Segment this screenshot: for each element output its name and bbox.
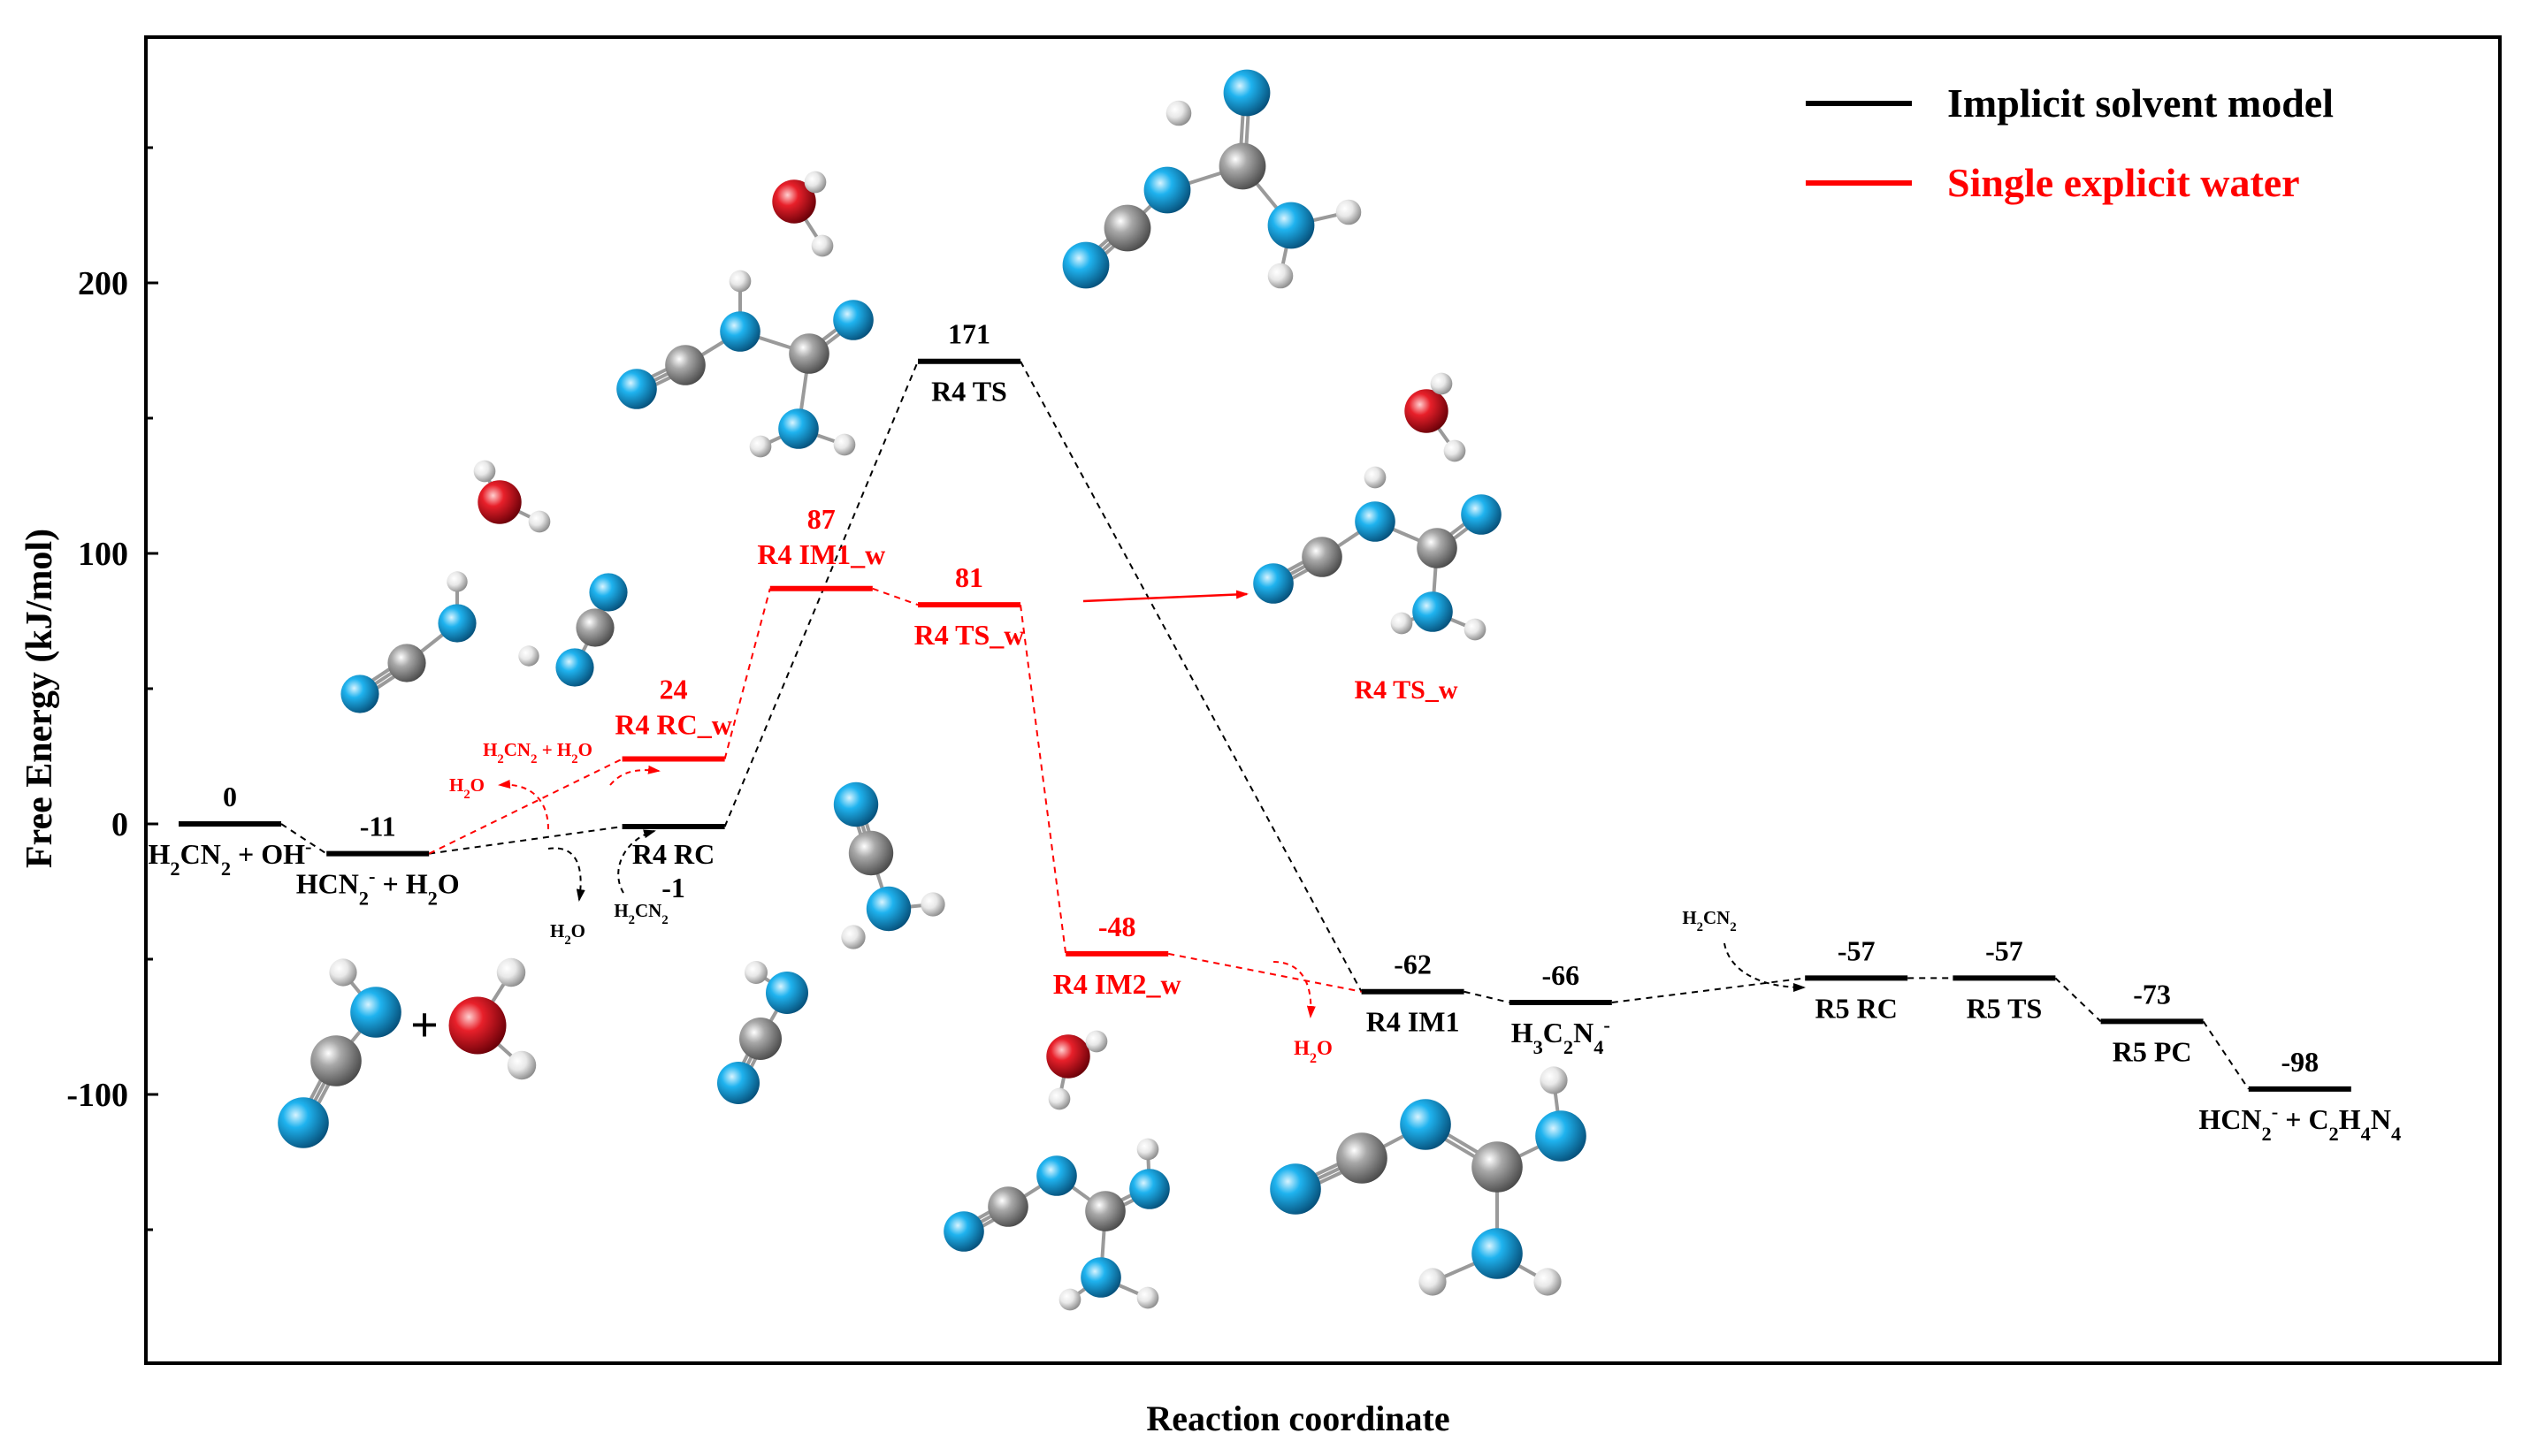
y-tick-label: 100 bbox=[78, 536, 128, 573]
connector bbox=[280, 823, 327, 855]
x-axis-title: Reaction coordinate bbox=[1146, 1399, 1449, 1438]
energy-levels bbox=[179, 358, 2351, 1092]
state-name-label: R5 PC bbox=[2113, 1035, 2192, 1067]
connector bbox=[872, 587, 919, 606]
annotation-r4-ts-w-structure: R4 TS_w bbox=[1355, 675, 1458, 705]
water-molecule bbox=[1404, 372, 1466, 462]
state-name-label: R4 RC bbox=[632, 838, 715, 870]
energy-value-label: -57 bbox=[1985, 934, 2023, 966]
state-name-label: HCN2- + C2H4N4 bbox=[2198, 1100, 2401, 1144]
water-molecule bbox=[772, 171, 834, 257]
y-tick-label: 0 bbox=[111, 806, 128, 843]
r4-im2-structure bbox=[944, 1138, 1170, 1311]
energy-value-label: -48 bbox=[1098, 911, 1136, 942]
state-name-label: R5 TS bbox=[1967, 992, 2043, 1024]
state-name-label: R5 RC bbox=[1815, 992, 1898, 1024]
state-name-label: H2CN2 + OH- bbox=[149, 835, 312, 880]
r4-ts-w-structure bbox=[1253, 466, 1502, 641]
arrow-h2o-red-im2 bbox=[1272, 961, 1316, 1018]
annotations: H2CN2 + H2O H2O H2O H2CN2 H2CN2 H2O R4 T… bbox=[410, 675, 1737, 1066]
r4-ts-structure bbox=[1062, 69, 1362, 289]
annotation-h2cn2-black-r5: H2CN2 bbox=[1682, 907, 1736, 934]
connector bbox=[1020, 361, 1363, 993]
hcn2-anion bbox=[717, 961, 808, 1104]
energy-value-label: -11 bbox=[360, 811, 396, 842]
state-name-label: R4 IM2_w bbox=[1053, 968, 1181, 1000]
water-molecule bbox=[448, 957, 537, 1080]
energy-value-label: -73 bbox=[2133, 978, 2171, 1010]
energy-value-label: -57 bbox=[1838, 934, 1876, 966]
energy-value-label: 24 bbox=[660, 674, 688, 705]
energy-value-label: 87 bbox=[807, 503, 836, 535]
connector bbox=[429, 826, 623, 855]
y-axis-title: Free Energy (kJ/mol) bbox=[19, 529, 60, 868]
y-tick-label: 200 bbox=[78, 265, 128, 302]
legend-label-implicit: Implicit solvent model bbox=[1947, 80, 2334, 126]
energy-value-label: -66 bbox=[1541, 959, 1579, 991]
h2cn2-complex bbox=[340, 571, 628, 713]
annotation-h2o-red-im2: H2O bbox=[1294, 1037, 1333, 1066]
arrow-h2cn2-black-r5 bbox=[1723, 942, 1806, 992]
connector bbox=[1020, 605, 1067, 955]
state-name-label: R4 IM1 bbox=[1366, 1006, 1460, 1038]
plot-frame bbox=[144, 35, 2502, 1365]
legend: Implicit solvent model Single explicit w… bbox=[1806, 80, 2334, 205]
state-name-label: HCN2- + H2O bbox=[296, 865, 460, 909]
arrow-ts-w-structure bbox=[1082, 590, 1249, 603]
legend-label-explicit: Single explicit water bbox=[1947, 160, 2300, 205]
arrow-h2cn2-black bbox=[617, 829, 656, 894]
molecule-illustrations bbox=[278, 69, 1586, 1311]
connector bbox=[2054, 977, 2102, 1023]
energy-value-label: -62 bbox=[1394, 949, 1432, 980]
arrow-h2cn2-h2o-red bbox=[609, 765, 661, 786]
energy-value-label: 171 bbox=[948, 318, 990, 350]
energy-value-label: -1 bbox=[661, 872, 685, 903]
y-tick-label: -100 bbox=[66, 1077, 128, 1114]
connector bbox=[723, 361, 919, 827]
connector bbox=[1464, 990, 1510, 1003]
connector bbox=[1611, 977, 1806, 1003]
r4-im1-structure bbox=[1270, 1066, 1586, 1296]
hcn2-anion bbox=[278, 958, 401, 1148]
annotation-h2cn2-h2o-red: H2CN2 + H2O bbox=[483, 739, 592, 766]
annotation-h2o-black: H2O bbox=[550, 920, 585, 948]
annotation-h2o-red: H2O bbox=[449, 774, 485, 802]
y-axis: -100 0 100 200 bbox=[66, 146, 158, 1231]
h2c2n4-molecule bbox=[616, 270, 874, 458]
state-name-label: R4 RC_w bbox=[615, 709, 731, 741]
state-name-label: R4 TS_w bbox=[914, 619, 1025, 651]
state-name-label: H3C2N4- bbox=[1511, 1013, 1610, 1057]
water-molecule bbox=[473, 460, 551, 533]
arrow-h2o-black bbox=[547, 847, 585, 902]
hcn2-anion bbox=[833, 781, 945, 949]
energy-value-label: 81 bbox=[955, 561, 983, 593]
connector bbox=[428, 758, 623, 855]
water-molecule bbox=[1046, 1030, 1108, 1110]
connectors bbox=[280, 361, 2250, 1090]
annotation-h2cn2-black: H2CN2 bbox=[614, 900, 668, 927]
energy-value-label: 0 bbox=[223, 781, 237, 812]
annotation-plus: + bbox=[410, 998, 439, 1053]
state-name-label: R4 IM1_w bbox=[757, 538, 885, 570]
reaction-arrows bbox=[498, 590, 1806, 1018]
connector bbox=[2202, 1020, 2250, 1090]
energy-value-label: -98 bbox=[2281, 1046, 2319, 1078]
connector bbox=[1168, 952, 1362, 993]
state-name-label: R4 TS bbox=[931, 376, 1007, 408]
